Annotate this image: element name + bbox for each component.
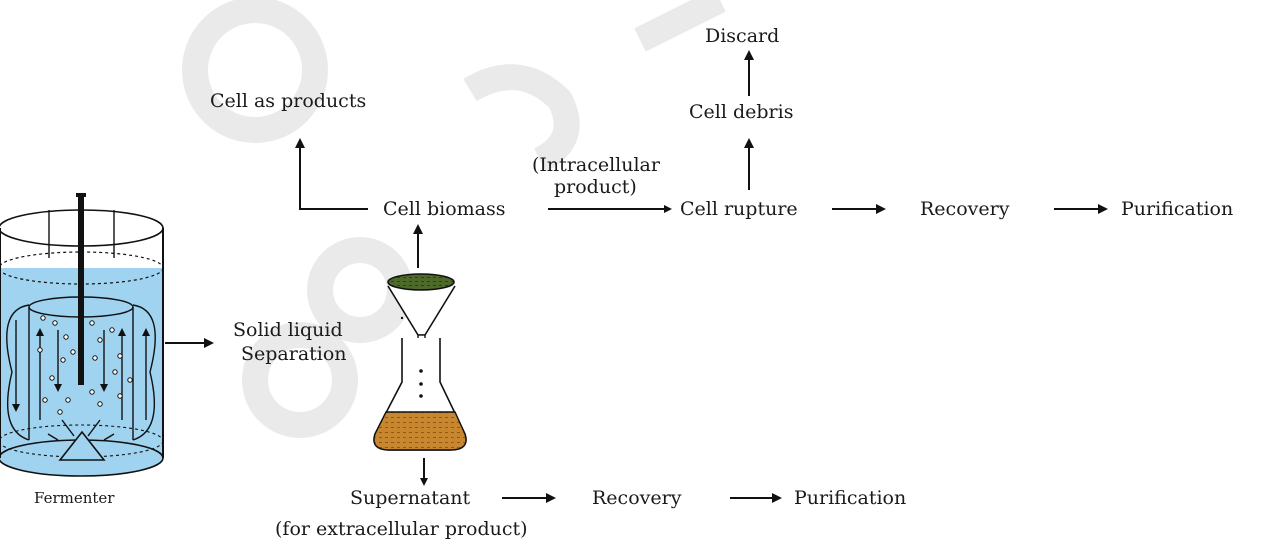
discard-label: Discard xyxy=(705,25,779,47)
intracellular-product-label: product) xyxy=(554,176,637,198)
separation-label: Separation xyxy=(241,343,347,365)
supernatant-label: Supernatant xyxy=(350,487,471,509)
extracellular-label: (for extracellular product) xyxy=(275,518,528,540)
recovery-bottom-label: Recovery xyxy=(592,487,682,509)
intracellular-label: (Intracellular xyxy=(532,154,661,176)
arrow-to-cell-as-products xyxy=(295,138,368,210)
cell-rupture-label: Cell rupture xyxy=(680,198,798,220)
fermenter-vessel xyxy=(0,193,164,477)
cell-debris-label: Cell debris xyxy=(689,101,793,123)
recovery-top-label: Recovery xyxy=(920,198,1010,220)
cell-biomass-label: Cell biomass xyxy=(383,198,506,220)
fermenter-label: Fermenter xyxy=(34,489,115,507)
purification-top-label: Purification xyxy=(1121,198,1233,220)
separation-flask xyxy=(373,273,467,451)
cell-as-products-label: Cell as products xyxy=(210,90,366,112)
purification-bottom-label: Purification xyxy=(794,487,906,509)
solid-liquid-label: Solid liquid xyxy=(233,319,343,341)
